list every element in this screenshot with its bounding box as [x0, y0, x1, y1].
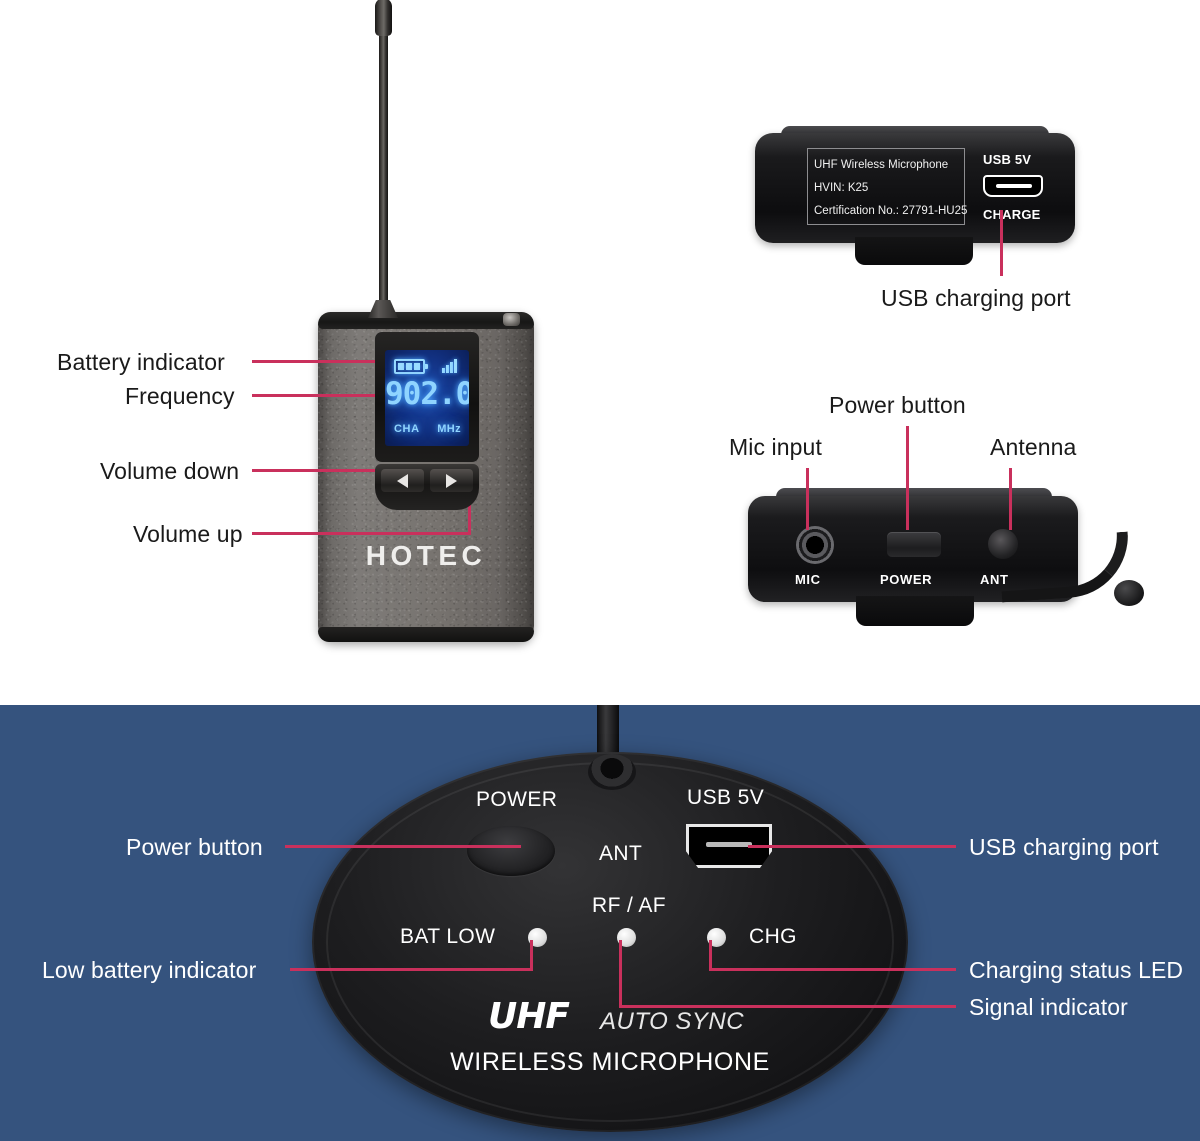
- antenna-tip: [375, 0, 392, 36]
- belt-clip: [855, 237, 973, 265]
- callout-line-power-button-bottom: [285, 845, 521, 848]
- callout-line-low-battery-vert: [530, 940, 533, 971]
- screw-icon: [503, 313, 520, 326]
- lcd-display: 902.0 CHA MHz: [385, 350, 469, 446]
- spec-title: UHF Wireless Microphone: [814, 159, 949, 171]
- spec-label-box: UHF Wireless Microphone HVIN: K25 Certif…: [807, 148, 968, 225]
- triangle-left-icon: [397, 473, 408, 488]
- oval-ant-caption: ANT: [599, 842, 643, 865]
- oval-power-caption: POWER: [476, 788, 558, 811]
- callout-line-usb-bottom: [748, 845, 956, 848]
- callout-volume-down: Volume down: [100, 458, 240, 484]
- micro-usb-port-icon[interactable]: [983, 175, 1043, 197]
- oval-chg-caption: CHG: [749, 925, 797, 948]
- oval-usb-caption: USB 5V: [687, 786, 765, 809]
- channel-label: CHA: [394, 423, 420, 435]
- callout-antenna: Antenna: [990, 434, 1077, 460]
- device-ports-side: MIC POWER ANT: [748, 488, 1144, 626]
- bodypack-bottom-rail: [318, 627, 534, 642]
- lcd-bezel: 902.0 CHA MHz: [375, 332, 479, 462]
- callout-line-low-battery: [290, 968, 533, 971]
- spec-certification: Certification No.: 27791-HU25: [814, 205, 968, 217]
- callout-charging-status-led: Charging status LED: [969, 957, 1184, 983]
- callout-line-power-button-top: [906, 426, 909, 530]
- callout-line-mic-input: [806, 468, 809, 530]
- receiver-bottom-panel: POWER ANT USB 5V RF / AF BAT LOW CHG UHF…: [312, 752, 908, 1132]
- antenna-grommet: [588, 754, 636, 790]
- top-white-section: 902.0 CHA MHz HOTEC Battery indicator Fr…: [57, 0, 1144, 642]
- callout-line-signal-indicator-vert: [619, 940, 622, 1008]
- antenna-caption: ANT: [980, 572, 1009, 587]
- callout-signal-indicator: Signal indicator: [969, 994, 1128, 1020]
- volume-down-button[interactable]: [381, 469, 424, 492]
- callout-line-charging-status-vert: [709, 940, 712, 971]
- oval-batlow-caption: BAT LOW: [400, 925, 496, 948]
- mic-input-jack[interactable]: [796, 526, 834, 564]
- triangle-right-icon: [446, 473, 457, 488]
- volume-up-button[interactable]: [430, 469, 473, 492]
- callout-line-signal-indicator: [619, 1005, 956, 1008]
- callout-mic-input: Mic input: [729, 434, 822, 460]
- oval-power-button[interactable]: [467, 826, 555, 876]
- callout-line-volume-down: [252, 469, 427, 472]
- power-button[interactable]: [887, 532, 941, 557]
- bodypack-top-rail: [318, 312, 534, 329]
- callout-line-usb-top: [1000, 210, 1003, 276]
- spec-hvin: HVIN: K25: [814, 182, 869, 194]
- callout-line-battery: [252, 360, 424, 363]
- antenna-rod: [379, 12, 388, 312]
- auto-sync-label: AUTO SYNC: [600, 1008, 745, 1035]
- device-label-side: UHF Wireless Microphone HVIN: K25 Certif…: [755, 126, 1075, 265]
- antenna-cable: [997, 531, 1133, 603]
- belt-clip-2: [856, 596, 974, 626]
- callout-line-frequency: [252, 394, 424, 397]
- callout-low-battery-indicator: Low battery indicator: [42, 957, 257, 983]
- signal-bars-icon: [442, 358, 460, 373]
- antenna-base: [368, 300, 398, 318]
- mic-caption: MIC: [795, 572, 821, 587]
- antenna-knob: [1114, 580, 1144, 606]
- brand-logo: HOTEC: [365, 540, 487, 571]
- callout-power-button-bottom: Power button: [126, 834, 263, 860]
- charge-caption: CHARGE: [983, 207, 1041, 222]
- usb-5v-caption: USB 5V: [983, 152, 1032, 167]
- unit-label: MHz: [437, 423, 461, 435]
- callout-line-charging-status: [709, 968, 956, 971]
- uhf-logo: UHF: [488, 996, 570, 1037]
- callout-frequency: Frequency: [125, 383, 235, 409]
- power-caption: POWER: [880, 572, 933, 587]
- callout-power-button-top: Power button: [829, 392, 966, 418]
- volume-rocker[interactable]: [375, 464, 479, 510]
- callout-usb-charging-port-bottom: USB charging port: [969, 834, 1159, 860]
- callout-line-volume-up: [252, 532, 471, 535]
- callout-volume-up: Volume up: [133, 521, 243, 547]
- callout-usb-charging-port-top: USB charging port: [881, 285, 1071, 311]
- callout-battery-indicator: Battery indicator: [57, 349, 225, 375]
- wireless-microphone-label: WIRELESS MICROPHONE: [450, 1048, 770, 1076]
- callout-line-antenna: [1009, 468, 1012, 530]
- bodypack-transmitter-front: 902.0 CHA MHz HOTEC: [318, 0, 534, 642]
- frequency-value: 902.0: [385, 376, 469, 412]
- oval-rfaf-caption: RF / AF: [592, 894, 666, 917]
- antenna-socket: [988, 529, 1018, 559]
- battery-icon: [394, 359, 428, 374]
